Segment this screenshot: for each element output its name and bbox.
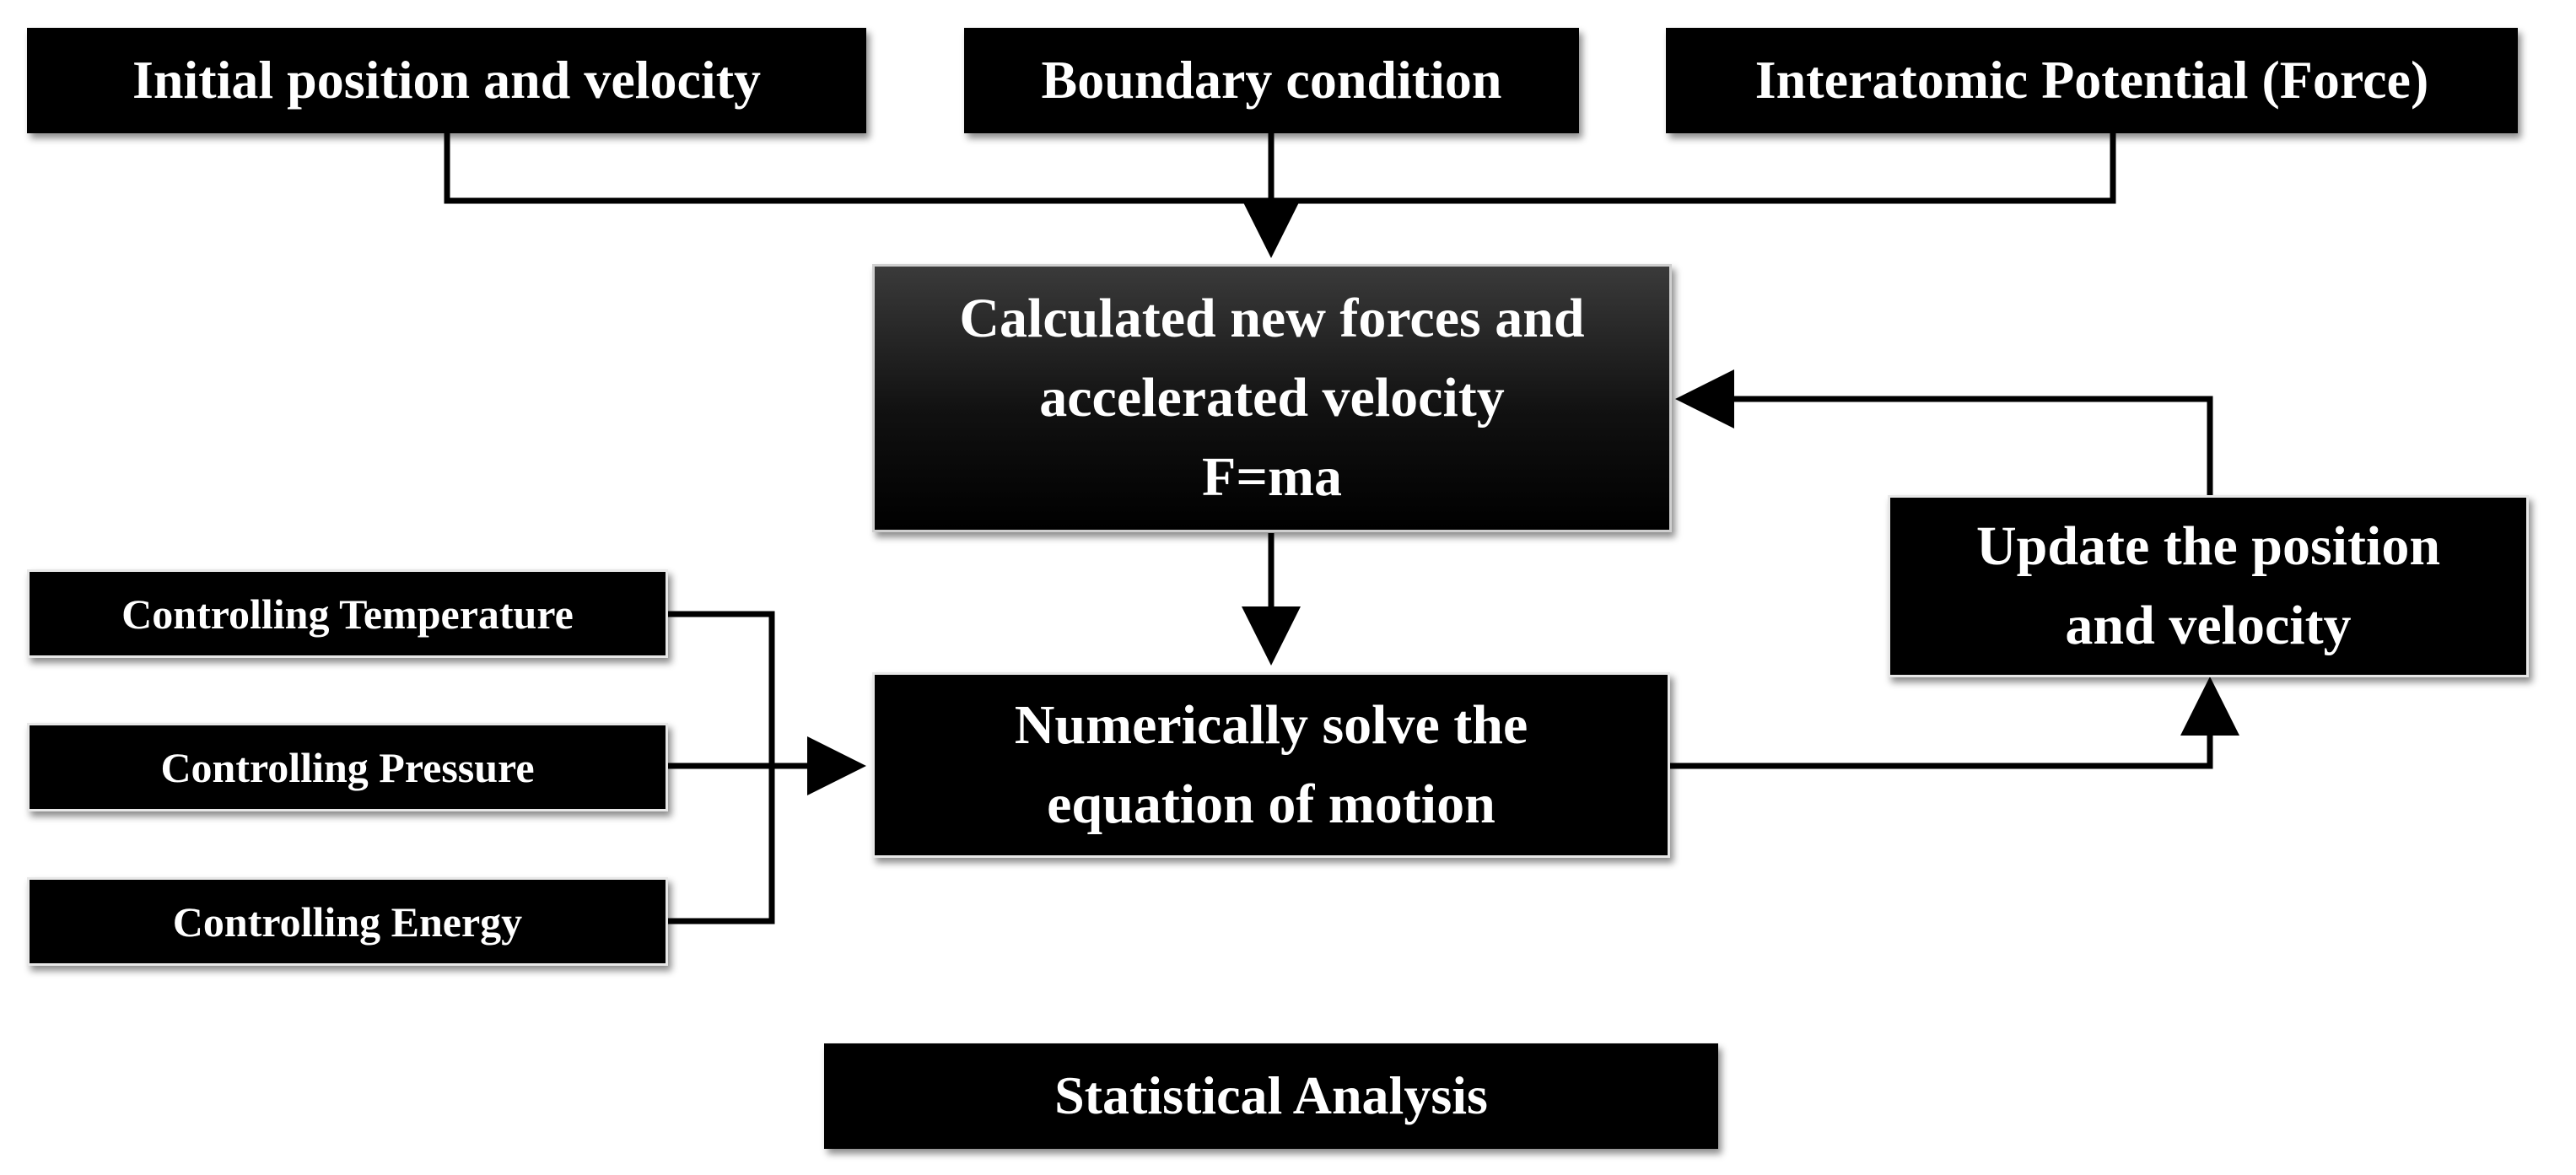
update-position-box: Update the position and velocity [1888, 495, 2529, 677]
solve-to-update-arrow [1670, 676, 2239, 769]
solve-equation-line2: equation of motion [1047, 773, 1495, 835]
interatomic-potential-box: Interatomic Potential (Force) [1666, 28, 2518, 133]
controlling-energy-label: Controlling Energy [172, 897, 523, 946]
controlling-temperature-box: Controlling Temperature [27, 569, 668, 658]
interatomic-potential-label: Interatomic Potential (Force) [1754, 50, 2429, 110]
update-position-line1: Update the position [1975, 515, 2441, 578]
solve-equation-line1: Numerically solve the [1014, 694, 1528, 757]
boundary-condition-box: Boundary condition [964, 28, 1579, 133]
solve-equation-box: Numerically solve the equation of motion [872, 672, 1670, 858]
controlling-temperature-label: Controlling Temperature [121, 590, 574, 638]
controls-merge-line [666, 611, 775, 924]
calculate-forces-line2: accelerated velocity [1039, 367, 1505, 429]
calculate-forces-box: Calculated new forces and accelerated ve… [872, 264, 1672, 532]
controlling-pressure-box: Controlling Pressure [27, 723, 668, 811]
statistical-analysis-label: Statistical Analysis [1054, 1065, 1488, 1126]
update-to-calc-arrow [1675, 369, 2213, 496]
statistical-analysis-box: Statistical Analysis [824, 1043, 1718, 1149]
calculate-forces-line1: Calculated new forces and [959, 288, 1585, 350]
controlling-energy-box: Controlling Energy [27, 877, 668, 966]
controlling-pressure-label: Controlling Pressure [160, 743, 535, 791]
boundary-condition-label: Boundary condition [1041, 50, 1502, 110]
update-position-line2: and velocity [2065, 595, 2352, 656]
calculate-forces-line3: F=ma [1202, 445, 1342, 508]
initial-position-velocity-label: Initial position and velocity [132, 50, 761, 110]
input-merge-line [444, 133, 2116, 204]
initial-position-velocity-box: Initial position and velocity [27, 28, 866, 133]
